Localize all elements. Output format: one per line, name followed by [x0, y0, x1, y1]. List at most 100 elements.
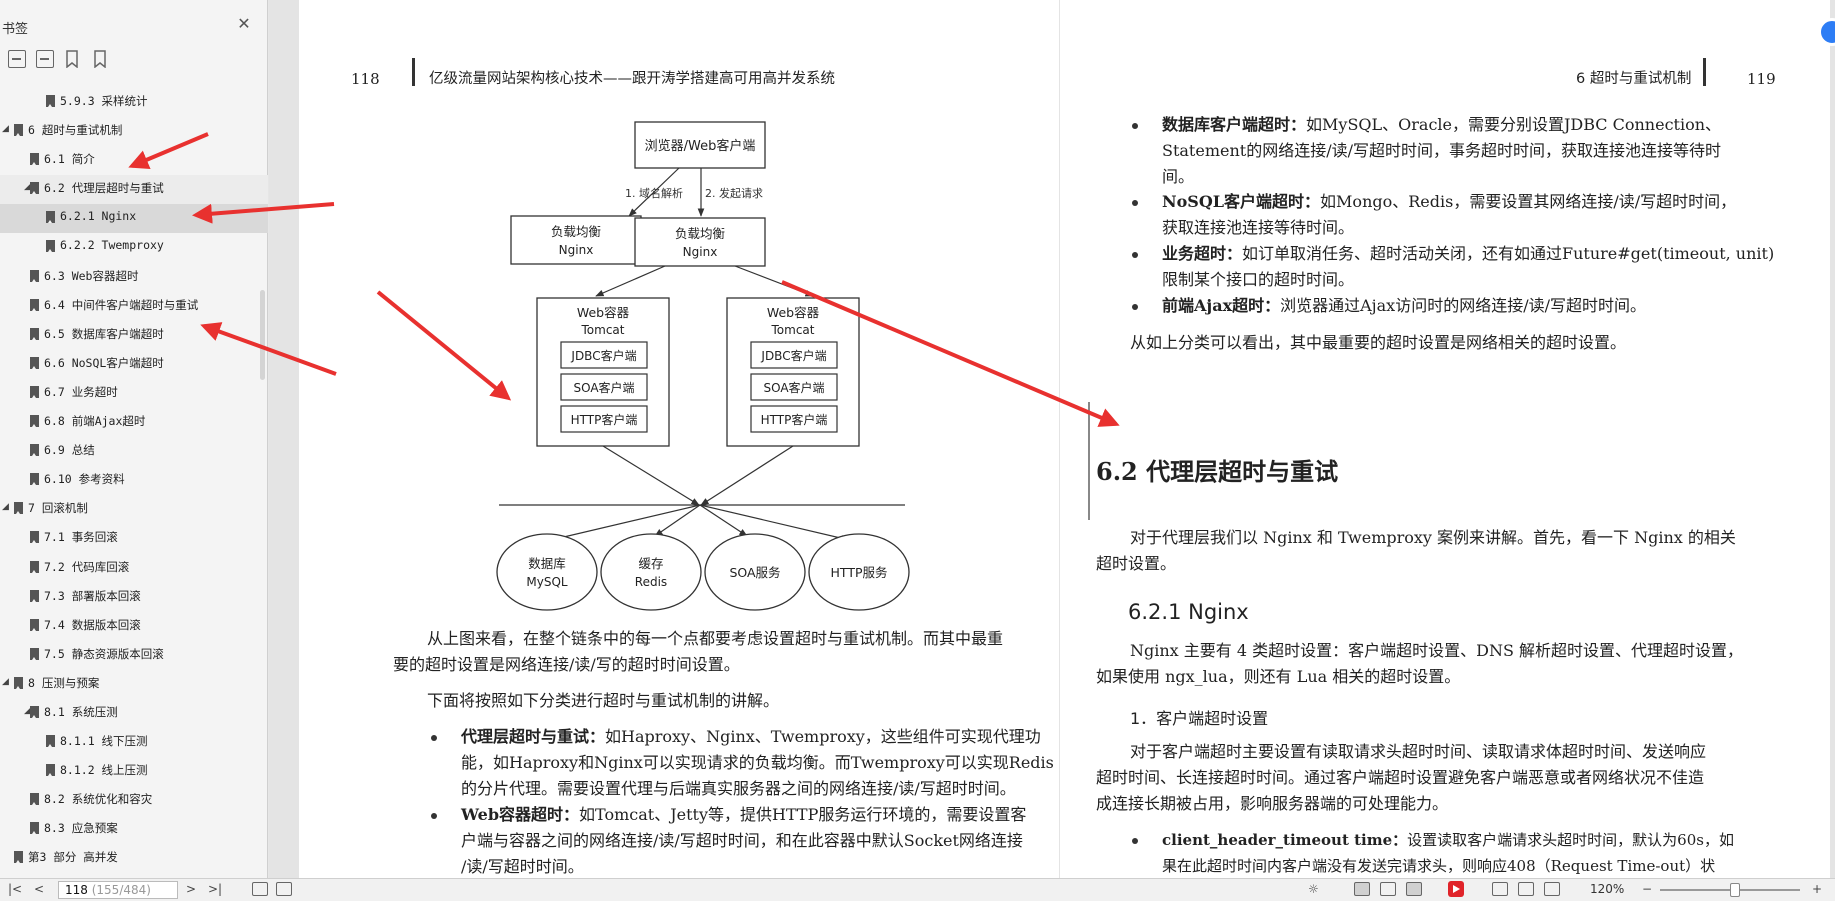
- status-bar: |< < 118 (155/484) > >| ☼ 120% − +: [0, 878, 1835, 901]
- zoom-level[interactable]: 120%: [1590, 882, 1625, 896]
- bookmark-item[interactable]: 7.2 代码库回滚: [0, 554, 268, 583]
- bookmark-icon: [30, 822, 39, 835]
- web-sub-1: Tomcat: [581, 323, 625, 337]
- bookmark-item[interactable]: 6.10 参考资料: [0, 466, 268, 495]
- cache-node: [600, 533, 702, 611]
- soa-service-node: [704, 533, 806, 611]
- bookmark-item[interactable]: 7.3 部署版本回滚: [0, 583, 268, 612]
- bookmark-item[interactable]: 8.1.1 线下压测: [0, 728, 268, 757]
- zoom-in-icon[interactable]: +: [1812, 882, 1823, 896]
- page-copy-icon[interactable]: [276, 882, 292, 896]
- bookmark-item[interactable]: 6.5 数据库客户端超时: [0, 321, 268, 350]
- r-bullet-1-line-a: 数据库客户端超时：如MySQL、Oracle，需要分别设置JDBC Connec…: [1162, 112, 1721, 138]
- lb-box-1: [510, 215, 642, 265]
- bookmark-item[interactable]: ◢7 回滚机制: [0, 495, 268, 524]
- bookmark-item[interactable]: 6.2.1 Nginx: [0, 204, 268, 234]
- bookmark-item[interactable]: 6.8 前端Ajax超时: [0, 408, 268, 437]
- bookmark-label: 8.3 应急预案: [44, 821, 118, 836]
- lb-label-2: 负载均衡: [675, 226, 725, 241]
- actual-size-icon[interactable]: [1544, 882, 1560, 896]
- single-page-view-icon[interactable]: [1354, 882, 1370, 896]
- bookmark-icon: [46, 211, 55, 224]
- r-paragraph-3b: 如果使用 ngx_lua，则还有 Lua 相关的超时设置。: [1096, 667, 1461, 686]
- bookmark-item[interactable]: 8.2 系统优化和容灾: [0, 786, 268, 815]
- last-page-icon[interactable]: >|: [208, 882, 223, 896]
- sidebar-scrollbar[interactable]: [260, 290, 265, 380]
- play-icon[interactable]: [1448, 881, 1464, 897]
- bookmark-item[interactable]: 6.4 中间件客户端超时与重试: [0, 292, 268, 321]
- bookmark-label: 8.2 系统优化和容灾: [44, 792, 153, 807]
- bookmark-icon: [30, 531, 39, 544]
- bookmark-item[interactable]: 6.7 业务超时: [0, 379, 268, 408]
- r-bullet-3-text: 如订单取消任务、超时活动关闭，还有如通过Future#get(timeout, …: [1242, 244, 1775, 263]
- section-heading: 6.2 代理层超时与重试: [1096, 457, 1339, 486]
- bookmark-item[interactable]: 8.1.2 线上压测: [0, 757, 268, 786]
- http-service-label: HTTP服务: [831, 565, 888, 580]
- expand-all-icon[interactable]: [8, 50, 26, 68]
- add-bookmark-icon[interactable]: [64, 50, 82, 68]
- r-bullet-4-heading: 前端Ajax超时：: [1162, 296, 1281, 315]
- two-page-view-icon[interactable]: [1406, 882, 1422, 896]
- bookmark-icon: [30, 153, 39, 166]
- first-page-icon[interactable]: |<: [8, 882, 23, 896]
- bookmark-item[interactable]: 7.1 事务回滚: [0, 524, 268, 553]
- cache-sub: Redis: [635, 575, 667, 589]
- bullet-2-line-b: 户端与容器之间的网络连接/读/写超时时间，和在此容器中默认Socket网络连接: [461, 831, 1023, 850]
- expand-caret-icon[interactable]: ◢: [2, 502, 9, 513]
- bookmark-item[interactable]: ◢6.2 代理层超时与重试: [0, 175, 268, 205]
- bookmark-item[interactable]: 6.3 Web容器超时: [0, 263, 268, 292]
- r-bullet-2-text: 如Mongo、Redis，需要设置其网络连接/读/写超时时间，: [1320, 192, 1737, 211]
- header-divider: [412, 58, 415, 86]
- current-page: 118: [65, 883, 88, 897]
- bookmark-label: 6.5 数据库客户端超时: [44, 326, 164, 341]
- bookmark-icon: [30, 589, 39, 602]
- continuous-view-icon[interactable]: [1380, 882, 1396, 896]
- page-number-input[interactable]: 118 (155/484): [58, 881, 178, 899]
- paragraph-2: 下面将按照如下分类进行超时与重试机制的讲解。: [427, 691, 780, 710]
- expand-caret-icon[interactable]: ◢: [2, 124, 9, 135]
- bookmark-label: 5.9.3 采样统计: [60, 94, 148, 108]
- bookmark-item[interactable]: ◢8 压测与预案: [0, 670, 268, 699]
- r-paragraph-4c: 成连接长期被占用，影响服务器端的可处理能力。: [1096, 794, 1449, 813]
- bookmark-icon: [30, 473, 39, 486]
- next-page-icon[interactable]: >: [186, 882, 197, 896]
- jdbc-label-2: JDBC客户端: [760, 348, 826, 363]
- bookmark-item[interactable]: 6.6 NoSQL客户端超时: [0, 350, 268, 379]
- lb-sub-2: Nginx: [683, 245, 718, 259]
- zoom-out-icon[interactable]: −: [1642, 882, 1653, 896]
- bookmark-item[interactable]: 5.9.3 采样统计: [0, 88, 268, 117]
- bookmark-item[interactable]: 8.3 应急预案: [0, 815, 268, 844]
- bookmark-item[interactable]: 6.9 总结: [0, 437, 268, 466]
- expand-caret-icon[interactable]: ◢: [24, 705, 31, 716]
- expand-caret-icon[interactable]: ◢: [24, 182, 31, 193]
- db-node: [496, 533, 598, 611]
- floating-assistant-button[interactable]: [1818, 18, 1835, 46]
- prev-page-icon[interactable]: <: [34, 882, 45, 896]
- sidebar-toolbar: [0, 50, 268, 74]
- bookmark-item[interactable]: 第3 部分 高并发: [0, 844, 268, 873]
- sidebar-title: 书签: [2, 22, 29, 37]
- r-bullet-3-line-b: 限制某个接口的超时时间。: [1162, 270, 1355, 289]
- bookmark-icon: [30, 793, 39, 806]
- eye-protection-icon[interactable]: ☼: [1308, 882, 1319, 896]
- bookmark-item[interactable]: ◢8.1 系统压测: [0, 699, 268, 728]
- bookmark-item[interactable]: ◢6 超时与重试机制: [0, 117, 268, 146]
- fit-page-icon[interactable]: [1518, 882, 1534, 896]
- fit-width-icon[interactable]: [1492, 882, 1508, 896]
- bookmark-item[interactable]: 7.5 静态资源版本回滚: [0, 641, 268, 670]
- bookmark-item[interactable]: 6.1 简介: [0, 146, 268, 175]
- lb-box-2: [634, 217, 766, 267]
- r-bullet-1-heading: 数据库客户端超时：: [1162, 115, 1307, 134]
- step1-label: 1. 域名解析: [625, 186, 683, 200]
- bookmark-icon: [30, 269, 39, 282]
- bookmark-label: 6.4 中间件客户端超时与重试: [44, 297, 199, 312]
- close-icon[interactable]: ✕: [237, 14, 251, 33]
- bookmark-item[interactable]: 6.2.2 Twemproxy: [0, 233, 268, 262]
- zoom-slider-knob[interactable]: [1730, 883, 1740, 897]
- expand-caret-icon[interactable]: ◢: [2, 676, 9, 687]
- collapse-all-icon[interactable]: [36, 50, 54, 68]
- rotate-icon[interactable]: [252, 882, 268, 896]
- bookmark-icon[interactable]: [92, 50, 110, 68]
- bookmark-item[interactable]: 7.4 数据版本回滚: [0, 612, 268, 641]
